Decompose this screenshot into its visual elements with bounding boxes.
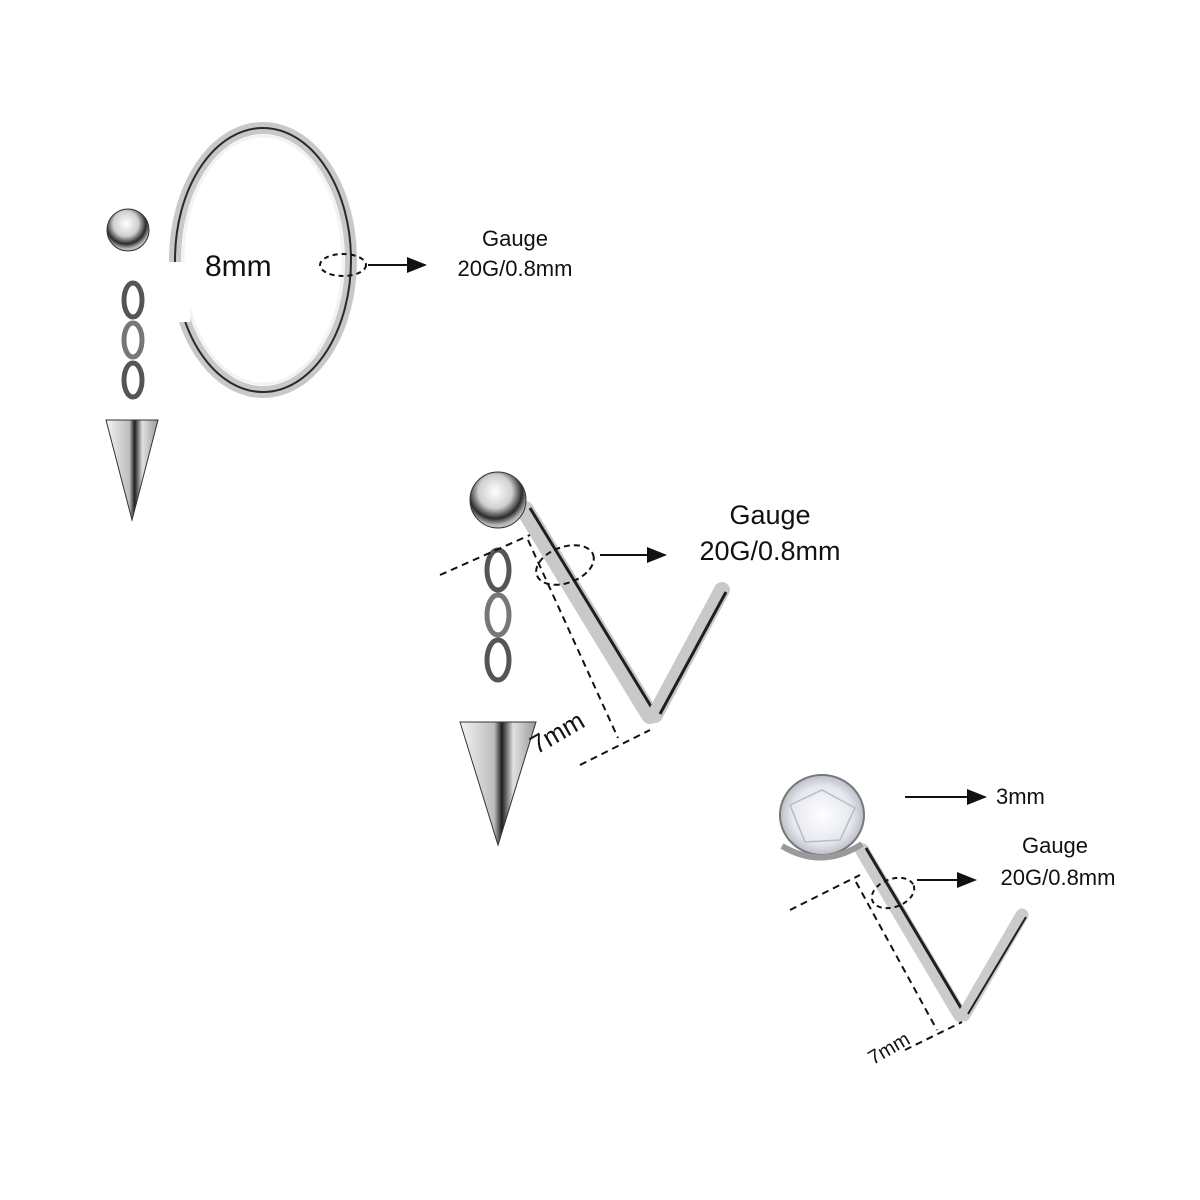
l-stud-dangle-gauge-value: 20G/0.8mm	[699, 536, 841, 566]
l-stud-gem-size-label: 3mm	[996, 784, 1045, 809]
l-stud-dangle-illustration	[459, 471, 730, 847]
hoop-gauge-value: 20G/0.8mm	[457, 256, 573, 281]
l-stud-gem-gauge-title: Gauge	[1021, 833, 1089, 858]
l-stud-dangle-gauge-title: Gauge	[729, 500, 811, 530]
l-stud-gem-annotations	[789, 789, 987, 1051]
l-stud-gem-gauge-value: 20G/0.8mm	[1000, 865, 1116, 890]
hoop-ring-illustration	[105, 122, 357, 522]
l-stud-gem-illustration	[779, 774, 1029, 1022]
l-stud-dangle-annotations	[439, 534, 667, 766]
hoop-gauge-annotation	[319, 253, 427, 277]
hoop-diameter-label: 8mm	[205, 250, 272, 283]
hoop-gauge-title: Gauge	[481, 226, 549, 251]
